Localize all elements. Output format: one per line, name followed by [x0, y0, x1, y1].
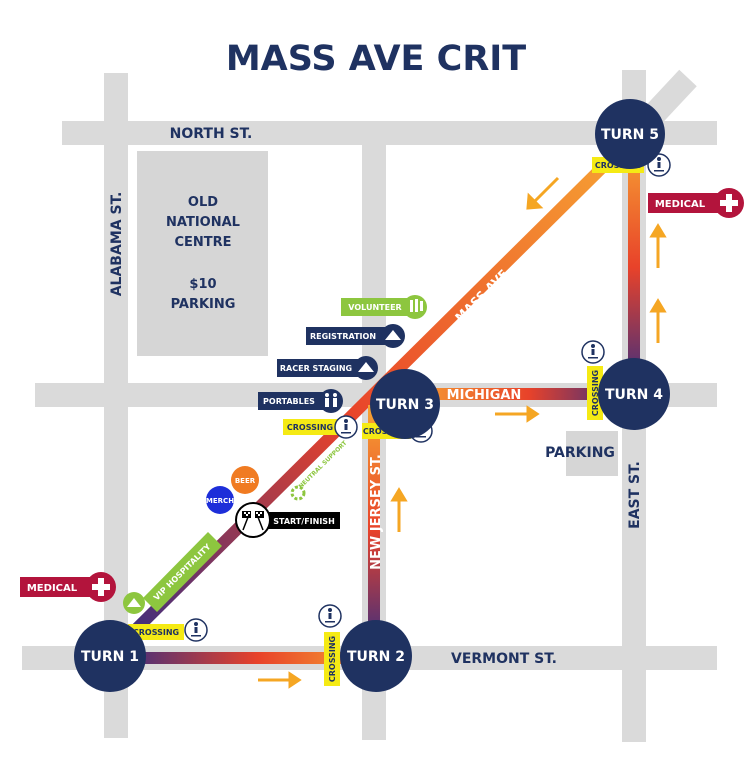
turn-2: TURN 2: [340, 620, 412, 692]
block-label-line: NATIONAL: [166, 215, 240, 230]
hands-icon: [410, 299, 423, 312]
turn-4-label: TURN 4: [605, 387, 663, 403]
turn-1-label: TURN 1: [81, 649, 139, 665]
medical-cross-icon: [720, 194, 738, 212]
turn-5-label: TURN 5: [601, 127, 659, 143]
start-finish-label: START/FINISH: [273, 517, 335, 526]
merch-label: MERCH: [206, 497, 234, 505]
medical-station-east: MEDICAL: [648, 188, 744, 218]
turn-2-label: TURN 2: [347, 649, 405, 665]
parking-label: PARKING: [545, 445, 615, 461]
crossing-label: CROSSING: [328, 636, 337, 682]
amenity-vip-hospitality: VIP HOSPITALITY: [123, 532, 222, 614]
start-finish-marker: START/FINISH: [235, 502, 340, 538]
amenity-portables: PORTABLES: [258, 389, 343, 413]
street-labels: NORTH ST. VERMONT ST. ALABAMA ST. EAST S…: [109, 126, 643, 667]
registration-label: REGISTRATION: [310, 332, 376, 341]
crossing-pedestrian-icon: [341, 419, 351, 434]
direction-arrow-icon: [258, 671, 302, 689]
race-route: [105, 135, 640, 664]
turn-5: TURN 5: [595, 99, 665, 169]
portables-label: PORTABLES: [263, 397, 315, 406]
direction-arrow-icon: [649, 298, 667, 343]
old-national-centre-block: [137, 151, 268, 356]
vip-hospitality-label: VIP HOSPITALITY: [152, 542, 213, 602]
new-jersey-st-label: NEW JERSEY ST.: [369, 454, 384, 570]
direction-arrow-icon: [390, 487, 408, 532]
racer-staging-label: RACER STAGING: [280, 364, 352, 373]
parking-lot-block: [566, 431, 618, 476]
crossing-label: CROSSING: [287, 423, 333, 432]
amenity-beer: BEER: [231, 466, 259, 494]
amenity-volunteer: VOLUNTEER: [341, 295, 427, 319]
crossing-turn4: CROSSING: [581, 340, 605, 420]
block-label-line: $10: [189, 277, 216, 292]
amenity-registration: REGISTRATION: [306, 324, 405, 348]
direction-arrow-icon: [526, 176, 560, 210]
crossing-pedestrian-icon: [191, 622, 201, 637]
turn-3-label: TURN 3: [376, 397, 434, 413]
old-national-centre-label: OLD NATIONAL CENTRE $10 PARKING: [166, 195, 240, 312]
medical-label: MEDICAL: [27, 583, 78, 594]
turn-4: TURN 4: [598, 358, 670, 430]
turn-3: TURN 3: [370, 369, 440, 439]
beer-label: BEER: [235, 477, 256, 485]
vermont-st-label: VERMONT ST.: [451, 651, 557, 667]
checkered-flags-icon: [242, 511, 264, 531]
block-label-line: CENTRE: [174, 235, 231, 250]
tent-icon: [385, 330, 401, 340]
michigan-st-label: MICHIGAN: [447, 388, 522, 403]
tent-icon: [358, 362, 374, 372]
tent-icon: [127, 598, 141, 607]
direction-arrow-icon: [649, 223, 667, 268]
restroom-icon: [325, 393, 337, 407]
north-st-label: NORTH ST.: [170, 126, 253, 142]
crossing-pedestrian-icon: [588, 344, 598, 359]
alabama-st-label: ALABAMA ST.: [109, 192, 125, 297]
crossing-turn2: CROSSING: [318, 604, 342, 686]
amenity-merch: MERCH: [206, 486, 234, 514]
block-label-line: PARKING: [171, 297, 236, 312]
crossing-label: CROSSING: [591, 370, 600, 416]
amenity-racer-staging: RACER STAGING: [277, 356, 378, 380]
map-title: MASS AVE CRIT: [226, 39, 526, 79]
turn-1: TURN 1: [74, 620, 146, 692]
crossing-turn1: CROSSING: [128, 618, 208, 642]
direction-arrows: [258, 176, 667, 689]
east-st-label: EAST ST.: [627, 461, 643, 529]
block-label-line: OLD: [188, 195, 218, 210]
volunteer-label: VOLUNTEER: [348, 303, 401, 312]
crossing-pedestrian-icon: [325, 608, 335, 623]
medical-station-west: MEDICAL: [20, 572, 116, 602]
direction-arrow-icon: [495, 405, 540, 423]
crossing-label: CROSSING: [133, 628, 179, 637]
medical-cross-icon: [92, 578, 110, 596]
crossing-mass-ave-turn3: CROSSING: [283, 415, 358, 439]
mass-ave-label: MASS AVE.: [452, 264, 514, 325]
medical-label: MEDICAL: [655, 199, 706, 210]
gear-icon: [290, 485, 306, 501]
crossing-pedestrian-icon: [654, 157, 664, 172]
